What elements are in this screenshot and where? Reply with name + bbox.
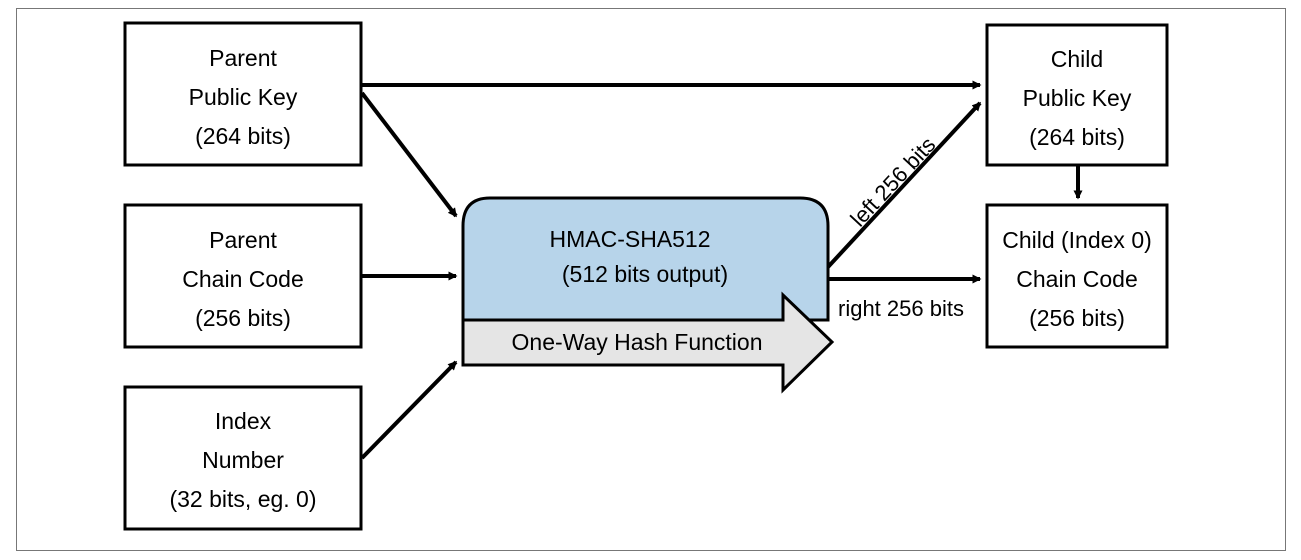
parent-public-key-box: Parent Public Key (264 bits) [123, 21, 363, 167]
child-chain-code-line-1: Child (Index 0) [1002, 227, 1152, 253]
parent-chain-code-line-3: (256 bits) [195, 305, 291, 331]
child-public-key-line-3: (264 bits) [1029, 124, 1125, 150]
right-256-bits-label: right 256 bits [838, 296, 964, 321]
parent-public-key-line-2: Public Key [189, 84, 298, 110]
hmac-subtitle: (512 bits output) [562, 261, 728, 287]
index-number-line-3: (32 bits, eg. 0) [169, 486, 316, 512]
parent-chain-code-line-1: Parent [209, 227, 277, 253]
index-number-box: Index Number (32 bits, eg. 0) [123, 385, 363, 531]
parent-public-key-line-1: Parent [209, 45, 277, 71]
left-256-bits-label: left 256 bits [845, 132, 940, 231]
diagram-frame [16, 8, 1286, 551]
parent-chain-code-line-2: Chain Code [182, 266, 303, 292]
child-public-key-line-1: Child [1051, 46, 1103, 72]
connectors [360, 80, 1083, 460]
child-public-key-box: Child Public Key (264 bits) [985, 23, 1169, 167]
parent-chain-code-box: Parent Chain Code (256 bits) [123, 203, 363, 349]
child-public-key-line-2: Public Key [1023, 85, 1132, 111]
arrow-hmac-left-to-child-pubkey [826, 101, 982, 269]
hash-function-label: One-Way Hash Function [512, 329, 763, 355]
child-chain-code-box: Child (Index 0) Chain Code (256 bits) [985, 203, 1169, 349]
arrow-parent-pubkey-to-hmac [360, 91, 458, 218]
hmac-box [461, 196, 830, 322]
child-chain-code-line-2: Chain Code [1016, 266, 1137, 292]
arrow-index-number-to-hmac [360, 360, 458, 460]
hmac-title: HMAC-SHA512 [549, 226, 710, 252]
parent-public-key-line-3: (264 bits) [195, 123, 291, 149]
hmac-sha512-block: HMAC-SHA512 (512 bits output) One-Way Ha… [461, 196, 835, 394]
one-way-hash-arrow [461, 291, 835, 394]
child-chain-code-line-3: (256 bits) [1029, 305, 1125, 331]
index-number-line-2: Number [202, 447, 284, 473]
index-number-line-1: Index [215, 408, 272, 434]
